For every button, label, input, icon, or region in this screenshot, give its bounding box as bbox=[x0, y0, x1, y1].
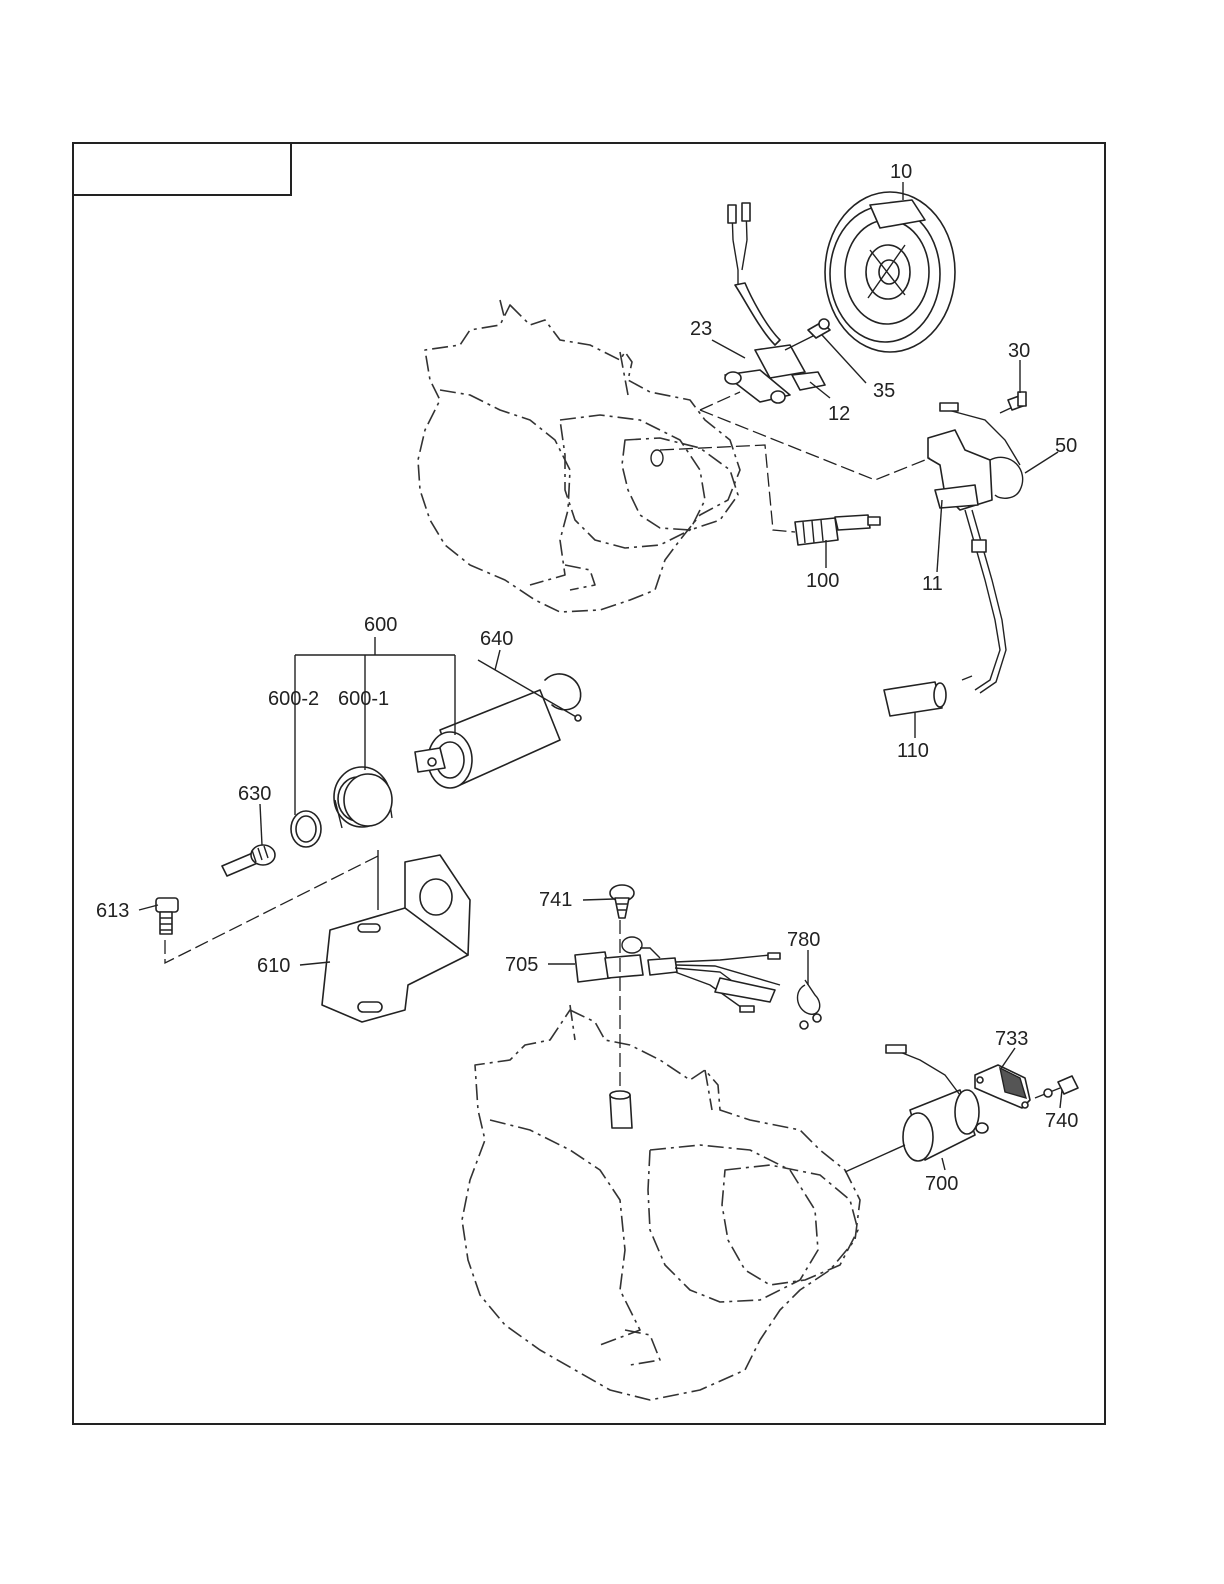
trigger-coil-part bbox=[724, 202, 831, 404]
callout-600-1: 600-1 bbox=[338, 688, 389, 710]
spark-plug-part bbox=[794, 514, 881, 546]
grommet-part bbox=[609, 1090, 633, 1129]
callout-630: 630 bbox=[238, 783, 271, 805]
callout-741: 741 bbox=[539, 889, 572, 911]
callout-733: 733 bbox=[995, 1028, 1028, 1050]
callout-12: 12 bbox=[828, 403, 850, 425]
ignition-coil-part bbox=[883, 391, 1027, 717]
callout-10: 10 bbox=[890, 161, 912, 183]
solenoid-cover-part bbox=[974, 1064, 1031, 1109]
callout-11: 11 bbox=[922, 573, 943, 595]
callout-leaders bbox=[138, 182, 1063, 1171]
assembly-leaders-starter bbox=[164, 854, 381, 965]
starter-bolt-part bbox=[221, 844, 276, 877]
wire-clamp-part bbox=[796, 979, 822, 1030]
callout-50: 50 bbox=[1055, 435, 1077, 457]
callout-30: 30 bbox=[1008, 340, 1030, 362]
cover-bolt-part bbox=[1034, 1075, 1079, 1099]
starter-bracket-part bbox=[321, 850, 471, 1023]
wire-harness-part bbox=[574, 920, 781, 1090]
callout-110: 110 bbox=[897, 740, 929, 762]
starter-motor-part bbox=[414, 659, 582, 789]
callout-100: 100 bbox=[806, 570, 839, 592]
engine-outline-upper bbox=[417, 299, 741, 613]
callout-35: 35 bbox=[873, 380, 895, 402]
callout-610: 610 bbox=[257, 955, 290, 977]
callout-600-2: 600-2 bbox=[268, 688, 319, 710]
callout-780: 780 bbox=[787, 929, 820, 951]
callout-700: 700 bbox=[925, 1173, 958, 1195]
title-box bbox=[72, 142, 292, 196]
callout-740: 740 bbox=[1045, 1110, 1078, 1132]
harness-screw-part bbox=[609, 884, 635, 919]
engine-outline-lower bbox=[461, 1004, 861, 1401]
bracket-bolt-part bbox=[155, 897, 179, 935]
callout-labels: 10 23 35 12 30 50 100 11 110 600 640 600… bbox=[96, 161, 1078, 1195]
assembly-leaders-upper bbox=[659, 391, 931, 533]
callout-640: 640 bbox=[480, 628, 513, 650]
callout-613: 613 bbox=[96, 900, 129, 922]
o-ring-part bbox=[290, 810, 322, 848]
solenoid-part bbox=[844, 1044, 989, 1173]
diagram-frame bbox=[72, 142, 1106, 1425]
flywheel-part bbox=[824, 191, 956, 353]
callout-23: 23 bbox=[690, 318, 712, 340]
collar-part bbox=[333, 766, 393, 829]
callout-600: 600 bbox=[364, 614, 397, 636]
callout-705: 705 bbox=[505, 954, 538, 976]
